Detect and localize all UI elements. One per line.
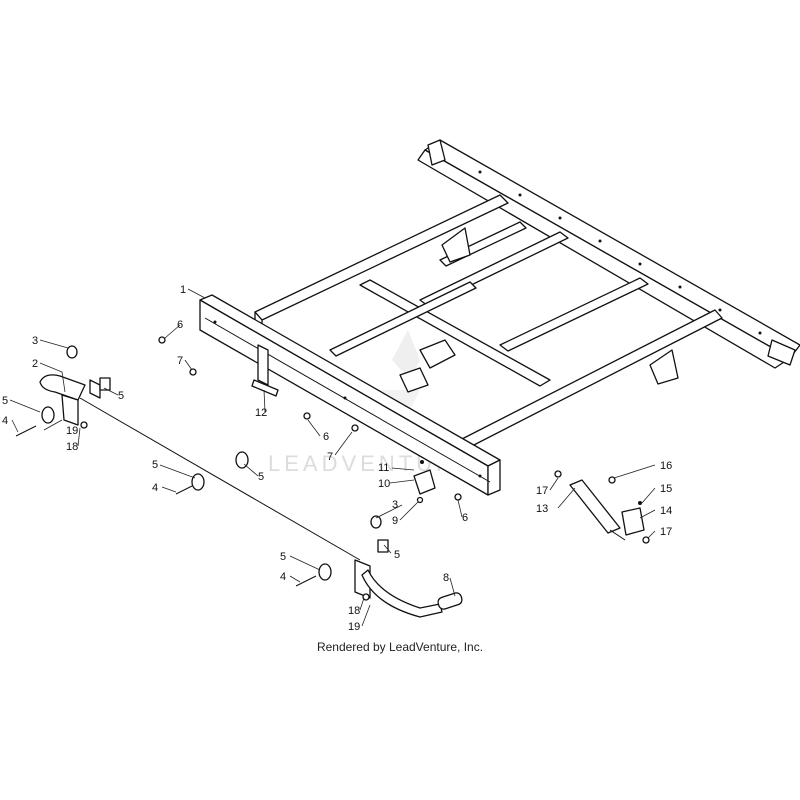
- front-channel-rail: [199, 294, 501, 496]
- callout-leaders: [9, 288, 656, 627]
- rear-frame-rail: [417, 139, 800, 369]
- callout-14: 14: [660, 505, 672, 517]
- callout-6-b: 6: [323, 431, 329, 443]
- callout-5-b: 5: [118, 390, 124, 402]
- callout-17-b: 17: [660, 526, 672, 538]
- callout-7-a: 7: [177, 355, 183, 367]
- callout-18-left: 18: [66, 441, 78, 453]
- callout-13: 13: [536, 503, 548, 515]
- left-latch-handle: [39, 374, 101, 426]
- callout-19-right: 19: [348, 621, 360, 633]
- callout-11: 11: [378, 462, 389, 474]
- springs: [66, 345, 382, 529]
- callout-9: 9: [392, 515, 398, 527]
- callout-19-left: 19: [66, 425, 78, 437]
- callout-2: 2: [32, 358, 38, 370]
- callout-1: 1: [180, 284, 186, 296]
- callout-4-right: 4: [280, 571, 286, 583]
- hanger-bracket: [251, 344, 279, 397]
- callout-6-c: 6: [462, 512, 468, 524]
- small-hardware: [80, 336, 462, 601]
- callout-labels: 1 2 3 3 4 4 4 5 5 5 5 5 5 6 6 6 7 7 8 9 …: [2, 284, 672, 633]
- callout-4-left: 4: [2, 415, 8, 427]
- callout-5-f: 5: [394, 549, 400, 561]
- pivot-rod: [79, 397, 361, 561]
- callout-18-right: 18: [348, 605, 360, 617]
- callout-7-b: 7: [327, 451, 333, 463]
- gas-strut: [554, 470, 650, 544]
- callout-3-left: 3: [32, 335, 38, 347]
- callout-16: 16: [660, 460, 672, 472]
- callout-4-middle: 4: [152, 482, 158, 494]
- callout-15: 15: [660, 483, 672, 495]
- callout-12: 12: [255, 407, 267, 419]
- bolts: [15, 425, 317, 587]
- callout-5-e: 5: [280, 551, 286, 563]
- callout-8: 8: [443, 572, 449, 584]
- center-mount-bracket: [399, 339, 456, 393]
- diagram-caption: Rendered by LeadVenture, Inc.: [316, 640, 484, 654]
- callout-3-right: 3: [392, 499, 398, 511]
- rear-mount-brackets: [441, 227, 679, 385]
- callout-5-d: 5: [258, 471, 264, 483]
- frame-side-rails: [254, 194, 723, 459]
- bushings: [41, 377, 389, 581]
- callout-17-a: 17: [536, 485, 548, 497]
- callout-10: 10: [378, 478, 390, 490]
- callout-5-c: 5: [152, 459, 158, 471]
- callout-5-a: 5: [2, 395, 8, 407]
- right-lever-handle: [354, 559, 463, 618]
- callout-6-a: 6: [177, 319, 183, 331]
